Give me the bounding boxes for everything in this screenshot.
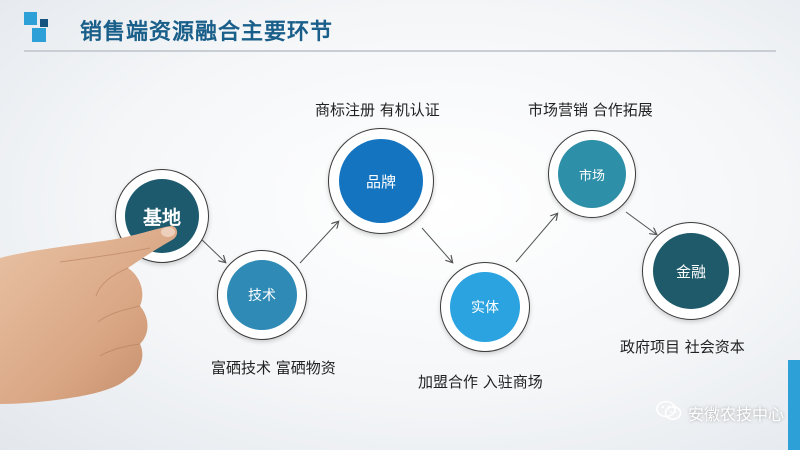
node-shichang-label: 市场 [578, 168, 605, 184]
node-pinpai-label: 品牌 [365, 172, 396, 191]
footer-text: 安徽农技中心 [687, 405, 784, 424]
caption-jinrong: 政府项目 社会资本 [620, 338, 745, 356]
node-jidi-label: 基地 [142, 206, 181, 229]
node-pinpai: 品牌 [328, 128, 434, 234]
arrow-shiti-shichang [515, 214, 557, 263]
arrow-shichang-jinrong [625, 211, 656, 234]
node-shichang: 市场 [548, 130, 636, 218]
accent-bar [788, 360, 800, 450]
slide-title: 销售端资源融合主要环节 [80, 20, 334, 45]
node-shiti-inner: 实体 [450, 272, 520, 342]
node-jinrong-label: 金融 [675, 262, 706, 281]
node-shiti: 实体 [440, 262, 530, 352]
node-pinpai-inner: 品牌 [339, 139, 423, 223]
decor-square-2 [40, 19, 48, 27]
node-jishu-inner: 技术 [227, 260, 297, 330]
decor-square-3 [32, 28, 46, 42]
node-jinrong: 金融 [642, 222, 740, 320]
wechat-icon [656, 400, 682, 426]
arrow-pinpai-shiti [421, 227, 452, 262]
caption-shichang: 市场营销 合作拓展 [528, 101, 653, 119]
title-divider [24, 50, 776, 52]
caption-jishu: 富硒技术 富硒物资 [211, 359, 336, 377]
caption-pinpai: 商标注册 有机认证 [315, 101, 440, 119]
node-jishu: 技术 [217, 250, 307, 340]
node-jinrong-inner: 金融 [653, 233, 729, 309]
node-jishu-label: 技术 [248, 288, 276, 304]
decor-square-1 [24, 12, 37, 25]
caption-shiti: 加盟合作 入驻商场 [418, 373, 543, 391]
node-shichang-inner: 市场 [558, 140, 626, 208]
footer-watermark: 安徽农技中心 [656, 400, 784, 426]
arrow-jishu-pinpai [299, 222, 338, 264]
node-shiti-label: 实体 [471, 300, 499, 316]
